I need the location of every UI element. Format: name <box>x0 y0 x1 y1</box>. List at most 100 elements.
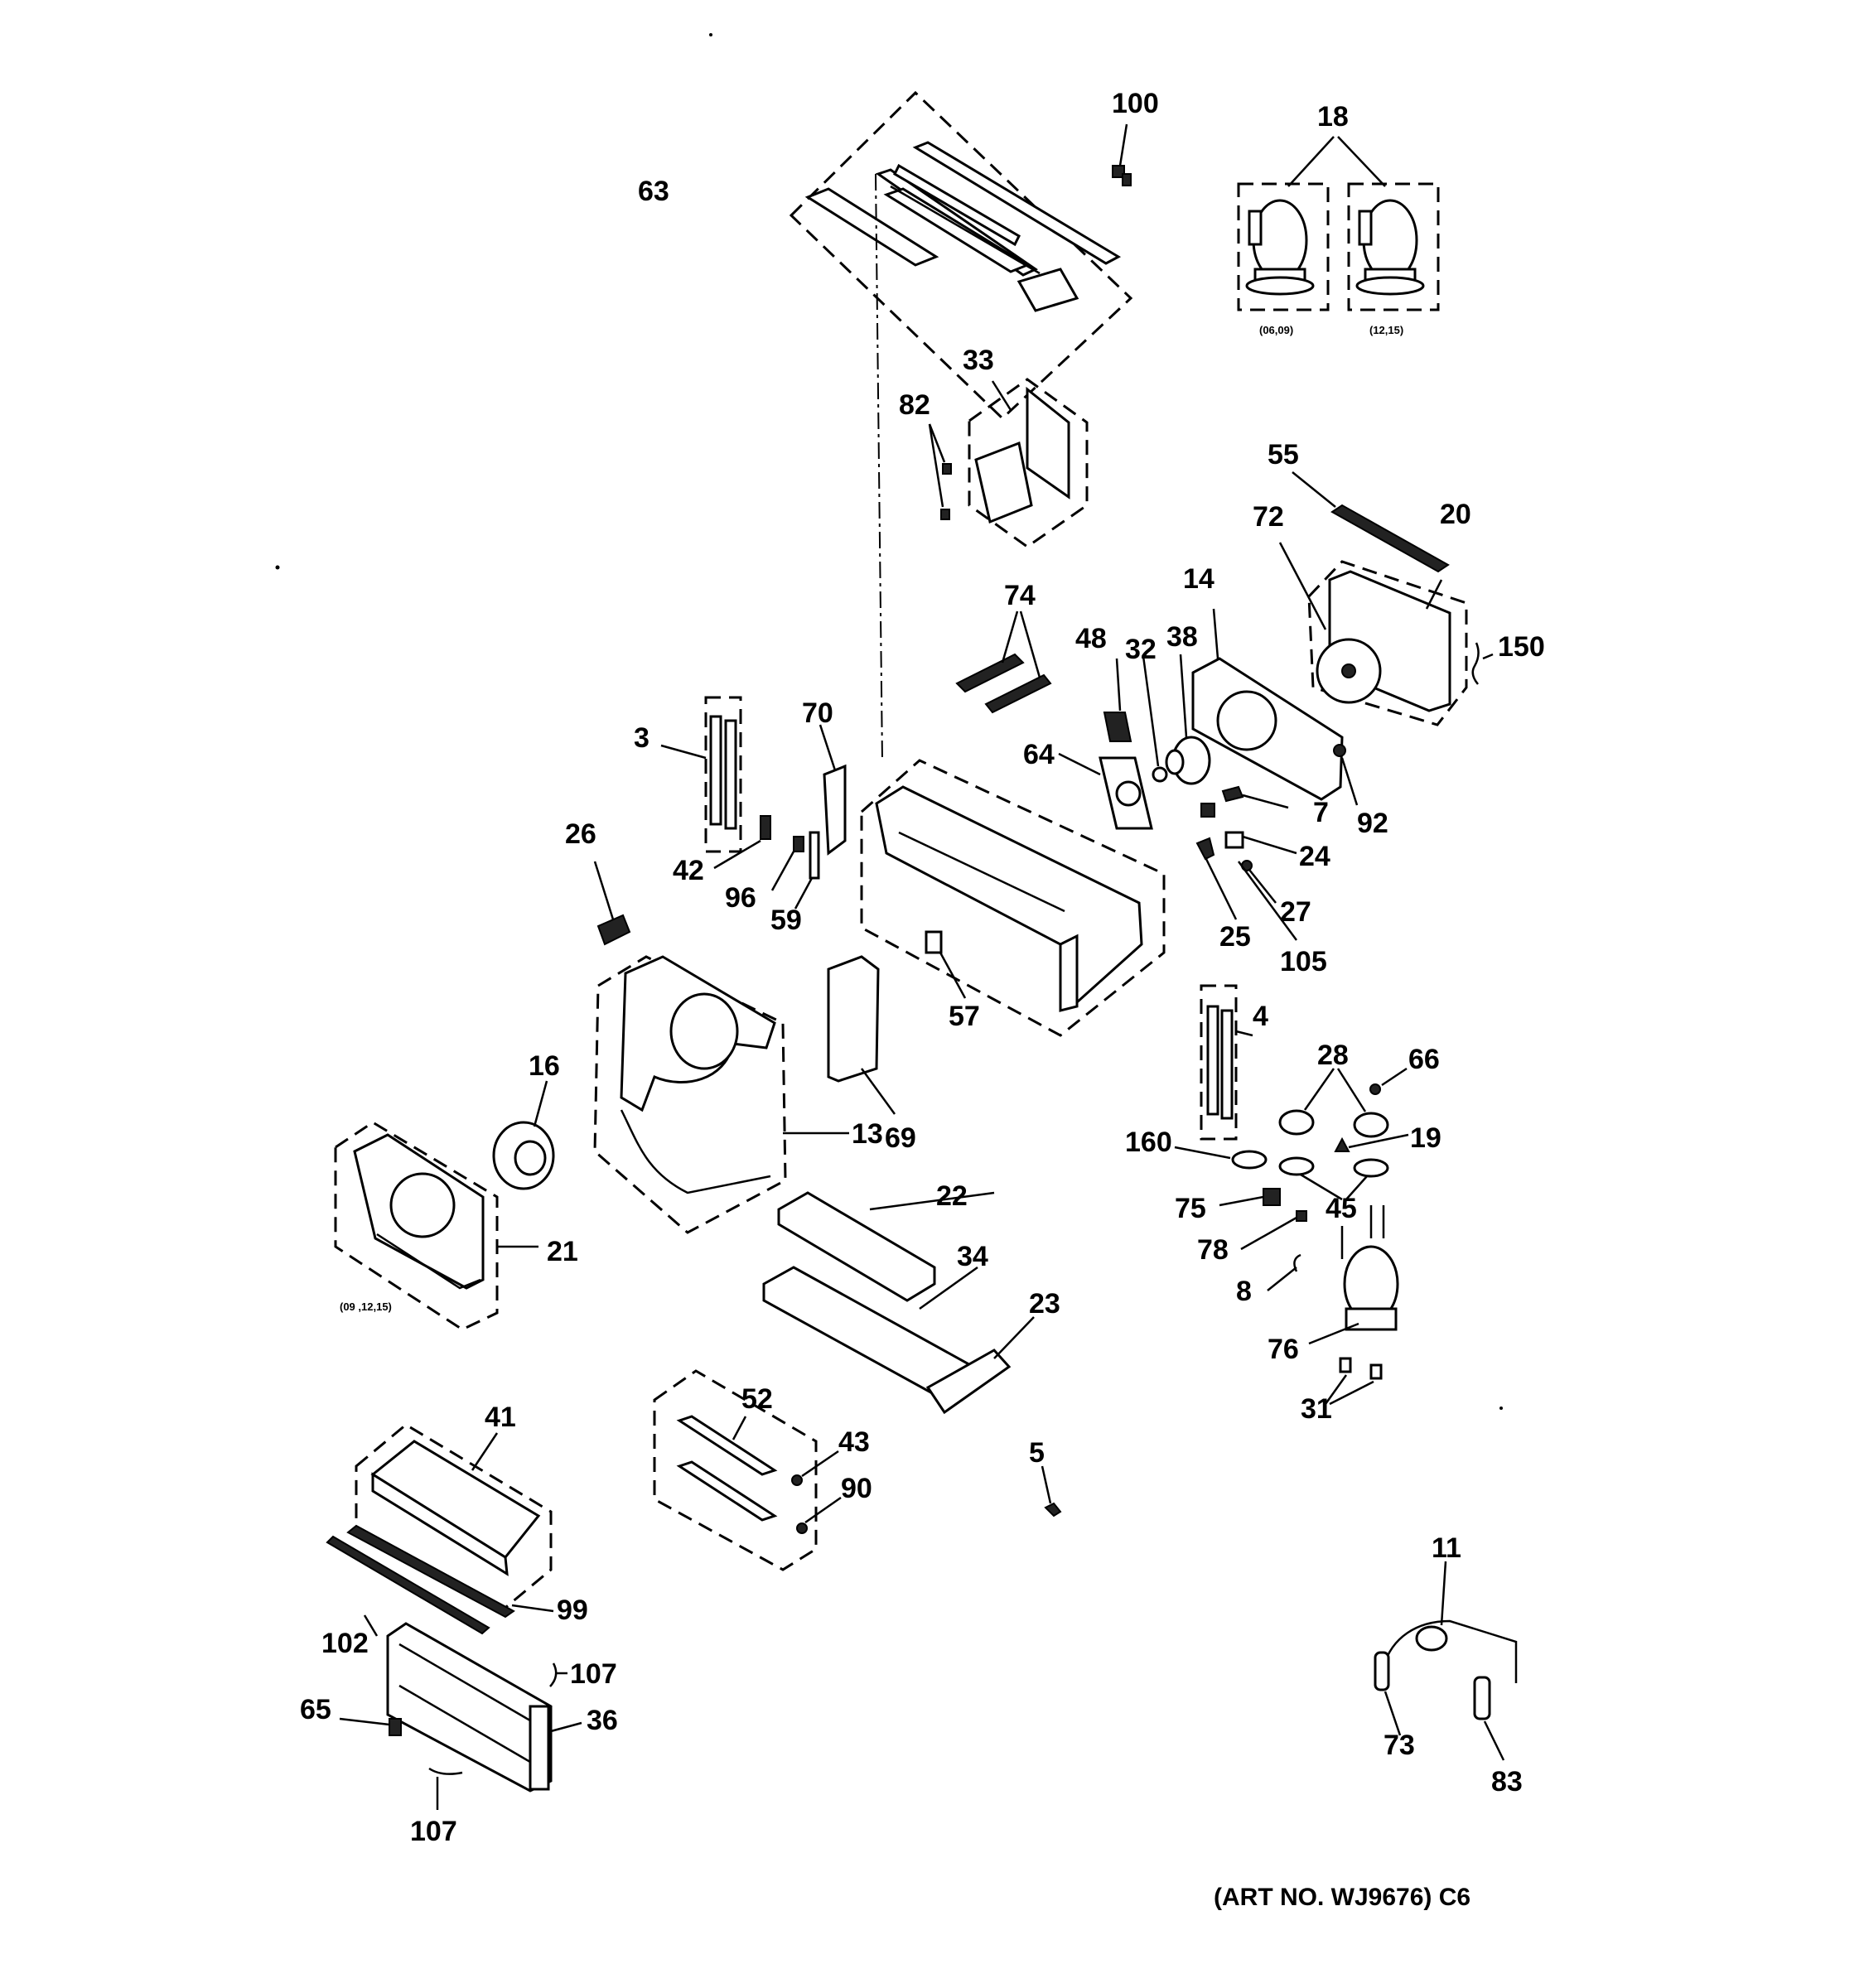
label-92: 92 <box>1357 808 1388 839</box>
label-73: 73 <box>1384 1730 1415 1761</box>
part-32 <box>1142 655 1168 783</box>
label-31: 31 <box>1301 1393 1332 1425</box>
label-41: 41 <box>485 1402 516 1433</box>
strip-99 <box>346 1524 554 1619</box>
shroud-14 <box>1191 608 1344 801</box>
fan-motor-38 <box>1165 654 1211 785</box>
clips-82 <box>928 423 952 520</box>
part-57 <box>925 930 967 999</box>
bracket-70 <box>819 724 847 856</box>
duct-23 <box>925 1316 1035 1415</box>
part-45 <box>1278 1156 1389 1201</box>
label-107-bottom: 107 <box>410 1816 457 1847</box>
label-21: 21 <box>547 1236 578 1267</box>
bar-55 <box>1292 471 1450 573</box>
label-48: 48 <box>1075 623 1107 654</box>
screw-5 <box>1041 1465 1062 1518</box>
evaporator-frame-52 <box>653 1369 818 1571</box>
screw-90 <box>796 1496 842 1534</box>
bracket-4 <box>1200 984 1253 1141</box>
compressor-76 <box>1308 1205 1399 1345</box>
label-69: 69 <box>885 1122 916 1154</box>
part-8 <box>1267 1253 1301 1291</box>
label-19: 19 <box>1410 1122 1441 1154</box>
bracket-65 <box>339 1717 402 1736</box>
label-82: 82 <box>899 389 930 421</box>
mounts-31 <box>1324 1357 1383 1406</box>
part-19 <box>1334 1133 1409 1152</box>
sublabel-12-15: (12,15) <box>1369 324 1403 336</box>
base-pan <box>860 759 1166 1037</box>
part-27 <box>1241 860 1277 904</box>
label-83: 83 <box>1491 1766 1523 1797</box>
part-72 <box>1278 542 1327 630</box>
sublabel-06-09: (06,09) <box>1259 324 1293 336</box>
bracket-3 <box>660 696 742 853</box>
label-24: 24 <box>1299 841 1330 872</box>
label-65: 65 <box>300 1694 331 1725</box>
scroll-assembly-13 <box>593 955 849 1234</box>
label-96: 96 <box>725 882 756 914</box>
grille-48 <box>1103 658 1132 742</box>
terminal-75 <box>1219 1188 1281 1207</box>
label-55: 55 <box>1268 439 1299 470</box>
label-5: 5 <box>1029 1437 1045 1469</box>
label-11: 11 <box>1432 1532 1461 1564</box>
bracket-64 <box>1058 752 1153 830</box>
label-78: 78 <box>1197 1234 1229 1266</box>
part-160 <box>1174 1146 1268 1170</box>
part-59 <box>794 831 820 910</box>
label-32: 32 <box>1125 634 1157 665</box>
controls-28 <box>1278 1068 1389 1138</box>
panel-69 <box>827 955 896 1115</box>
duct-22 <box>777 1191 995 1302</box>
sensor-150 <box>1471 642 1494 685</box>
label-42: 42 <box>673 855 704 886</box>
label-16: 16 <box>529 1050 560 1082</box>
label-8: 8 <box>1236 1276 1252 1307</box>
label-74: 74 <box>1004 580 1036 611</box>
callout-labels: 100 18 63 33 82 55 72 20 14 74 48 32 38 … <box>300 88 1545 1911</box>
label-66: 66 <box>1408 1044 1440 1075</box>
label-99: 99 <box>557 1595 588 1626</box>
label-100: 100 <box>1112 88 1159 119</box>
condenser-assembly-20 <box>1307 560 1468 726</box>
panel-assembly-33 <box>968 378 1089 548</box>
label-13: 13 <box>852 1118 883 1150</box>
evaporator-coil-36 <box>386 1622 582 1793</box>
compressor-set-18 <box>1237 136 1440 311</box>
knob-66 <box>1369 1067 1408 1095</box>
label-150: 150 <box>1498 631 1545 663</box>
label-18: 18 <box>1317 101 1349 133</box>
label-7: 7 <box>1313 797 1329 828</box>
label-23: 23 <box>1029 1288 1060 1320</box>
blower-wheel-16 <box>492 1080 555 1190</box>
plate-26 <box>593 861 631 946</box>
label-38: 38 <box>1166 621 1198 653</box>
label-3: 3 <box>634 722 650 754</box>
label-105: 105 <box>1280 946 1327 977</box>
part-105 <box>1237 861 1298 941</box>
screw-92 <box>1333 744 1359 806</box>
art-number: (ART NO. WJ9676) C6 <box>1214 1884 1470 1911</box>
label-27: 27 <box>1280 896 1311 928</box>
sensor-107-top <box>549 1662 567 1687</box>
label-34: 34 <box>957 1241 988 1272</box>
label-4: 4 <box>1253 1001 1268 1032</box>
label-102: 102 <box>321 1628 369 1659</box>
label-75: 75 <box>1175 1193 1206 1224</box>
rail-assembly-63 <box>789 90 1133 421</box>
part-96 <box>770 836 804 891</box>
part-24 <box>1200 803 1297 855</box>
label-70: 70 <box>802 697 833 729</box>
bracket-100 <box>1112 123 1132 186</box>
rails-74 <box>955 610 1052 714</box>
label-64: 64 <box>1023 739 1055 770</box>
label-28: 28 <box>1317 1040 1349 1071</box>
label-25: 25 <box>1219 921 1251 953</box>
label-90: 90 <box>841 1473 872 1504</box>
bracket-7 <box>1221 785 1289 809</box>
label-107-top: 107 <box>570 1658 617 1690</box>
label-43: 43 <box>838 1426 870 1458</box>
